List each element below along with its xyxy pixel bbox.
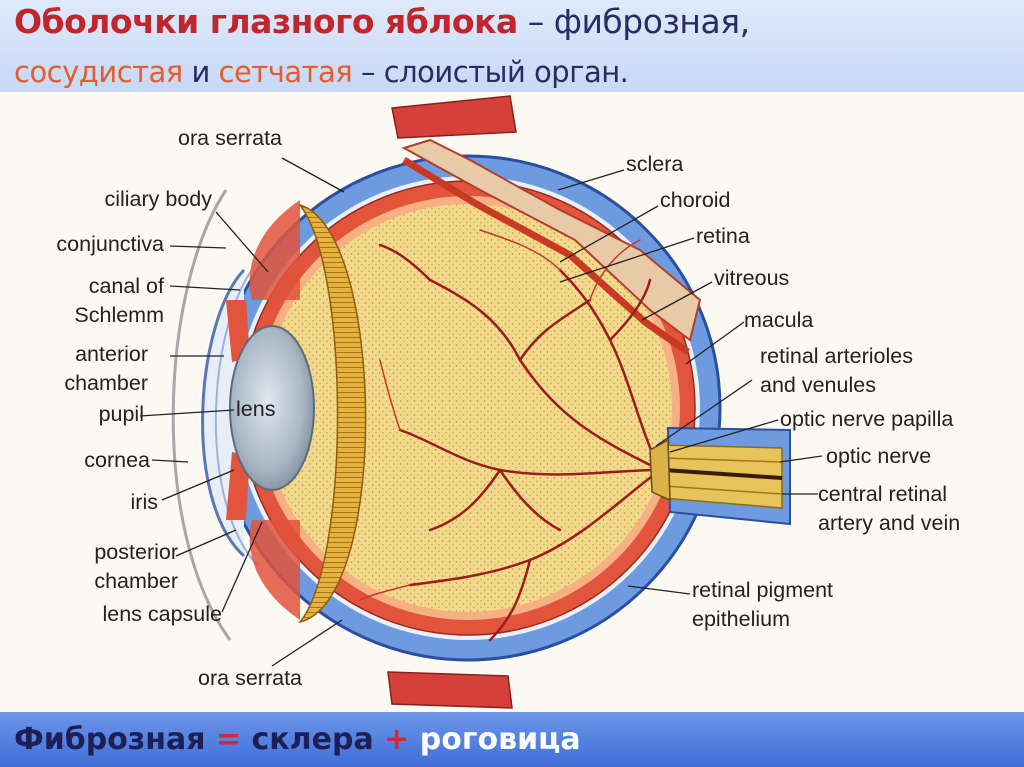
lens [229,325,315,491]
header-retina: сетчатая [218,55,353,89]
header-title: Оболочки глазного яблока [14,2,518,41]
retinal-vessels [378,243,662,642]
label-choroid: choroid [660,188,731,212]
label-macula: macula [744,308,814,332]
conjunctiva [171,189,232,641]
retinal-venules [359,229,641,601]
label-vitreous: vitreous [714,266,790,290]
label-ora-serrata-bottom: ora serrata [198,666,302,690]
leader-lines [139,157,823,667]
label-posterior-chamber: posterior chamber [94,540,178,594]
layer-cutaway [401,138,702,342]
label-ciliary-body: ciliary body [104,187,212,211]
footer-equals: = [205,722,252,757]
vitreous-body [264,204,672,612]
eyeball-illustration [139,95,823,709]
header-line-1: Оболочки глазного яблока – фиброзная, [14,2,750,41]
optic-disc [649,438,671,502]
inferior-muscle [387,671,513,709]
header-layered: слоистый орган. [383,55,629,89]
label-optic-nerve-papilla: optic nerve papilla [780,407,954,431]
label-optic-nerve: optic nerve [826,444,932,468]
footer-formula: Фиброзная = склера + роговица [14,722,581,757]
header-dash-2: – [352,55,384,89]
header-fibrous: фиброзная, [553,2,750,41]
superior-muscle [391,95,517,139]
header-line-2: сосудистая и сетчатая – слоистый орган. [14,55,629,89]
label-lens-capsule: lens capsule [102,602,222,626]
header-and: и [182,55,219,89]
footer-cornea: роговица [419,722,581,757]
footer-plus: + [373,722,420,757]
label-cornea: cornea [84,448,150,472]
label-retinal-pigment-epithelium: retinal pigment epithelium [692,578,834,632]
eye-diagram: ora serrata ciliary body conjunctiva can… [0,92,1024,710]
header-dash: – [517,2,554,41]
ciliary-zonule [297,203,367,624]
footer-banner: Фиброзная = склера + роговица [0,712,1024,767]
header-vascular: сосудистая [14,55,183,89]
label-anterior-chamber: anterior chamber [64,342,148,396]
label-sclera: sclera [626,152,684,176]
ciliary-body [249,200,300,300]
label-ora-serrata-top: ora serrata [178,126,282,150]
footer-fibrous: Фиброзная [14,722,206,757]
label-central-retinal-artery-vein: central retinal artery and vein [818,482,961,536]
label-conjunctiva: conjunctiva [56,232,164,256]
footer-sclera: склера [251,722,374,757]
label-lens: lens [236,397,276,421]
label-canal-of-schlemm: canal of Schlemm [74,274,164,328]
label-pupil: pupil [98,402,144,426]
label-retinal-arterioles-venules: retinal arterioles and venules [760,344,913,398]
header-banner: Оболочки глазного яблока – фиброзная, со… [0,0,1024,92]
label-iris: iris [130,490,158,514]
label-retina: retina [696,224,750,248]
